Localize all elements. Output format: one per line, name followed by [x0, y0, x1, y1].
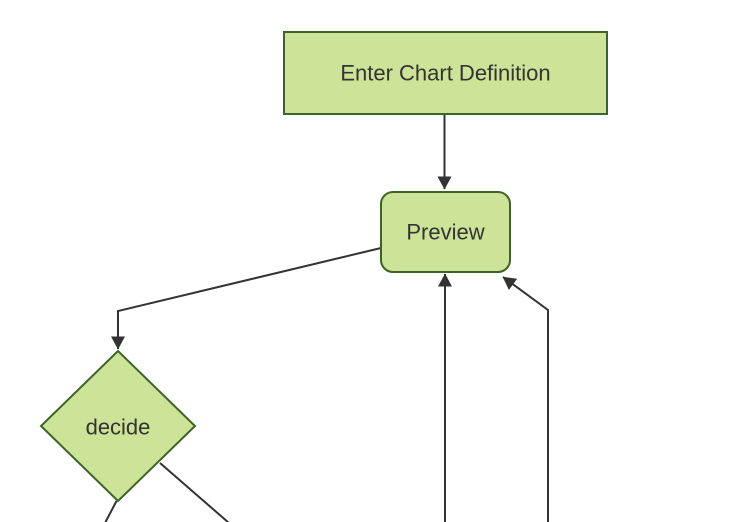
edge-decide-to-offscreen-left [104, 500, 118, 522]
edge-decide-to-offscreen-right [159, 462, 230, 522]
rectangle-shape [283, 31, 608, 115]
node-decide: decide [39, 349, 197, 503]
edge-preview-to-decide [111, 247, 382, 350]
node-preview: Preview [380, 191, 511, 273]
node-label: decide [86, 415, 151, 440]
edge-group [104, 114, 549, 522]
node-label: Preview [406, 220, 484, 245]
node-enter-chart-definition: Enter Chart Definition [283, 31, 608, 115]
rounded-rectangle-shape [380, 191, 511, 273]
diamond-shape [39, 349, 197, 503]
node-label: Enter Chart Definition [340, 61, 550, 86]
edge-offscreen-to-preview-corner [502, 276, 549, 522]
